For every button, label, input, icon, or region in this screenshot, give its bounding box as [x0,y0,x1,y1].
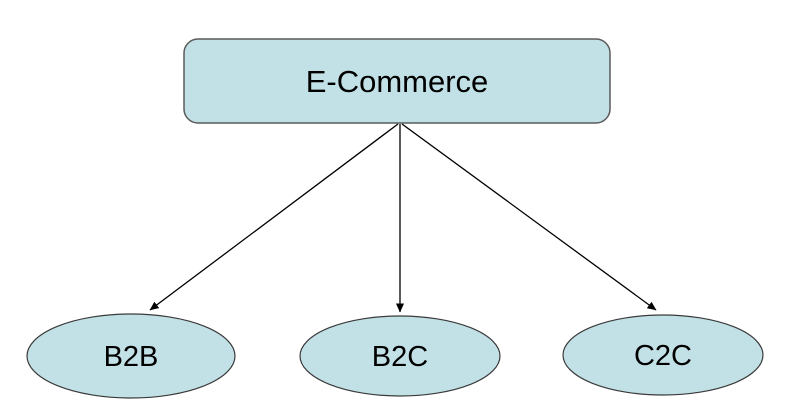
edge-root-to-c2c [401,123,657,311]
root-node-box [183,38,611,124]
b2b-node-ellipse [26,313,236,399]
b2c-node-ellipse [299,315,501,397]
b2b-node-label: B2B [104,341,159,373]
root-node-label: E-Commerce [306,64,489,99]
c2c-node-label: C2C [634,340,692,372]
edge-root-to-b2b [149,123,399,311]
b2c-node-label: B2C [372,341,428,373]
c2c-node-ellipse [562,314,764,396]
